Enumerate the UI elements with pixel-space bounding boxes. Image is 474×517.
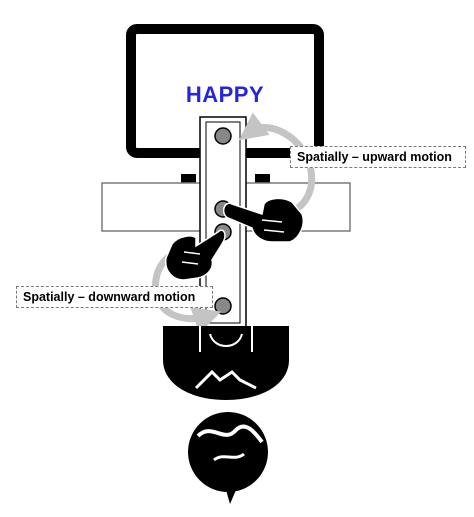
upward-arrow-icon <box>238 112 316 216</box>
hand-icon <box>164 229 226 281</box>
upward-motion-label: Spatially – upward motion <box>290 146 466 168</box>
downward-motion-label: Spatially – downward motion <box>16 286 213 308</box>
person-icon <box>163 326 289 504</box>
slider-button-top <box>214 127 232 145</box>
slider-button-bottom <box>214 297 232 315</box>
downward-arrow-icon <box>152 248 222 334</box>
hand-icon <box>222 197 304 243</box>
screen-word: HAPPY <box>185 82 265 107</box>
